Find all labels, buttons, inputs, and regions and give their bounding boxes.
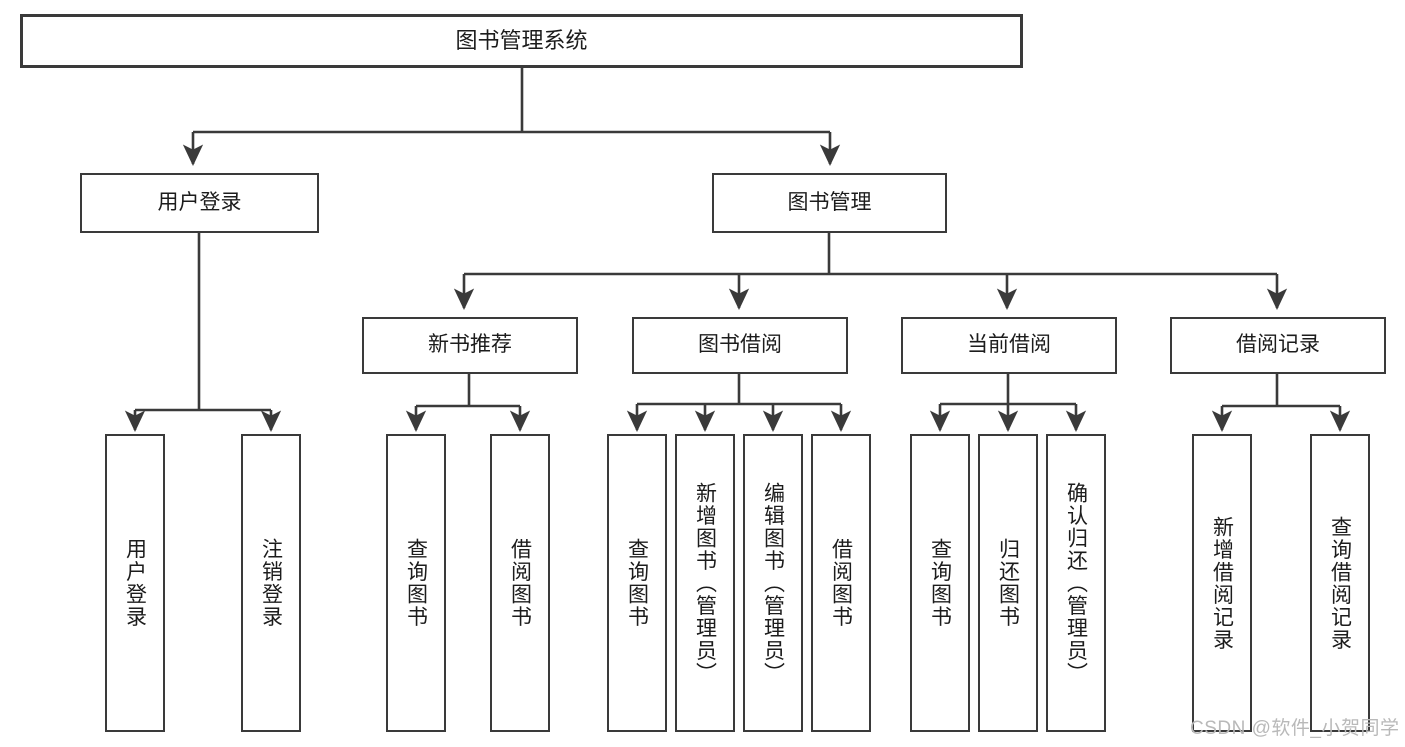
node-label: 确认归还（管理员）	[1064, 481, 1088, 685]
node-user-login[interactable]: 用户登录	[80, 173, 319, 233]
node-label: 图书管理系统	[455, 28, 588, 54]
node-label: 新增借阅记录	[1210, 515, 1234, 651]
node-label: 用户登录	[123, 538, 147, 628]
node-borrow-record[interactable]: 借阅记录	[1170, 317, 1386, 374]
node-label: 用户登录	[157, 190, 242, 214]
node-book-borrow[interactable]: 图书借阅	[632, 317, 848, 374]
node-leaf-query-borrow-record[interactable]: 查询借阅记录	[1310, 434, 1370, 732]
node-leaf-confirm-return-admin[interactable]: 确认归还（管理员）	[1046, 434, 1106, 732]
node-label: 编辑图书（管理员）	[761, 481, 785, 685]
node-leaf-logout[interactable]: 注销登录	[241, 434, 301, 732]
node-label: 注销登录	[259, 538, 283, 628]
node-label: 当前借阅	[967, 333, 1051, 357]
node-label: 图书管理	[787, 190, 872, 214]
node-label: 借阅图书	[508, 538, 532, 628]
node-label: 查询借阅记录	[1328, 515, 1352, 651]
node-label: 图书借阅	[698, 333, 782, 357]
node-leaf-edit-book-admin[interactable]: 编辑图书（管理员）	[743, 434, 803, 732]
node-leaf-add-borrow-record[interactable]: 新增借阅记录	[1192, 434, 1252, 732]
node-label: 借阅记录	[1236, 333, 1320, 357]
node-current-borrow[interactable]: 当前借阅	[901, 317, 1117, 374]
watermark-csdn: CSDN @软件_小贺同学	[1190, 718, 1400, 739]
node-leaf-user-login[interactable]: 用户登录	[105, 434, 165, 732]
node-label: 新书推荐	[428, 333, 512, 357]
node-label: 查询图书	[625, 538, 649, 628]
node-book-management[interactable]: 图书管理	[712, 173, 947, 233]
node-label: 查询图书	[928, 538, 952, 628]
node-leaf-return-book[interactable]: 归还图书	[978, 434, 1038, 732]
node-label: 借阅图书	[829, 538, 853, 628]
node-leaf-borrow-book[interactable]: 借阅图书	[811, 434, 871, 732]
node-leaf-query-book-current[interactable]: 查询图书	[910, 434, 970, 732]
node-leaf-query-book-recommend[interactable]: 查询图书	[386, 434, 446, 732]
node-new-book-recommend[interactable]: 新书推荐	[362, 317, 578, 374]
node-label: 新增图书（管理员）	[693, 481, 717, 685]
node-label: 归还图书	[996, 538, 1020, 628]
node-leaf-add-book-admin[interactable]: 新增图书（管理员）	[675, 434, 735, 732]
node-leaf-query-book-borrow[interactable]: 查询图书	[607, 434, 667, 732]
node-leaf-borrow-book-recommend[interactable]: 借阅图书	[490, 434, 550, 732]
node-label: 查询图书	[404, 538, 428, 628]
node-root-book-management-system[interactable]: 图书管理系统	[20, 14, 1023, 68]
